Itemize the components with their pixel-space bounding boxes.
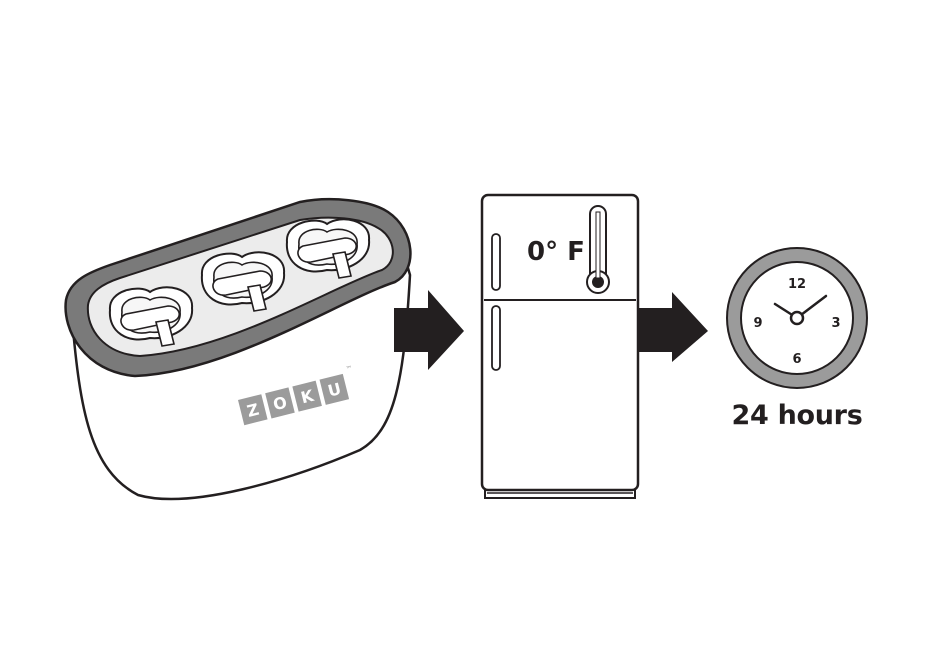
clock-number-3: 3 [831, 316, 840, 331]
clock-number-12: 12 [788, 277, 806, 292]
clock-center-pin [791, 312, 803, 324]
freezer: 0° F [482, 195, 638, 498]
clock-number-9: 9 [753, 316, 762, 331]
duration-caption: 24 hours [700, 400, 894, 431]
clock-icon: 12 3 6 9 [727, 248, 867, 388]
freezer-handle-top [492, 234, 500, 290]
pop-maker: Z O K U ™ [66, 199, 411, 499]
arrow-right-icon [638, 292, 708, 362]
temperature-label: 0° F [527, 237, 585, 267]
freezer-handle-bottom [492, 306, 500, 370]
thermometer-icon [587, 206, 609, 293]
clock-number-6: 6 [792, 352, 801, 367]
